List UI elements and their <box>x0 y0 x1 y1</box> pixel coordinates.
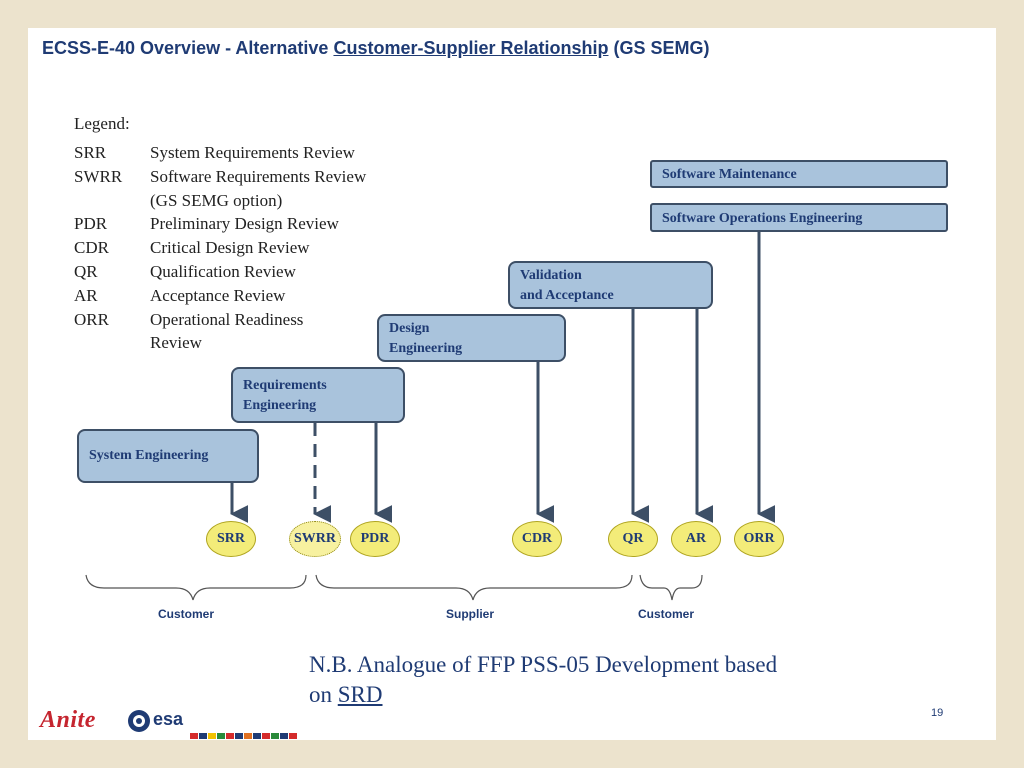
box-label-line1: Validation <box>520 268 582 283</box>
box-label-line1: Requirements <box>243 378 327 393</box>
title-suffix: (GS SEMG) <box>608 38 710 58</box>
validation-acceptance-box[interactable]: Validation and Acceptance <box>508 261 713 309</box>
legend-text: (GS SEMG option) <box>150 191 283 210</box>
requirements-engineering-box[interactable]: Requirements Engineering <box>231 367 405 423</box>
software-operations-box[interactable]: Software Operations Engineering <box>650 203 948 232</box>
review-qr[interactable]: QR <box>608 521 658 557</box>
design-engineering-box[interactable]: Design Engineering <box>377 314 566 362</box>
footnote-prefix: on <box>309 682 338 707</box>
review-orr[interactable]: ORR <box>734 521 784 557</box>
legend-heading: Legend: <box>74 114 130 133</box>
esa-logo-mark <box>128 710 150 732</box>
title-underlined[interactable]: Customer-Supplier Relationship <box>333 38 609 58</box>
legend-abbr: AR <box>74 286 98 305</box>
legend-text: Review <box>150 333 202 352</box>
brace-label-customer-right: Customer <box>638 607 695 621</box>
system-engineering-box[interactable]: System Engineering <box>77 429 259 483</box>
slide <box>28 28 996 740</box>
brace-supplier <box>315 574 633 601</box>
brace-customer-left <box>85 574 307 601</box>
slide-title: ECSS-E-40 Overview - Alternative Custome… <box>42 38 710 59</box>
footnote-line2: on SRD <box>309 680 777 710</box>
box-label-line2: Engineering <box>243 398 317 413</box>
box-label-line2: and Acceptance <box>520 288 614 303</box>
esa-logo: esa <box>153 709 184 729</box>
legend-abbr: SWRR <box>74 167 123 186</box>
box-label: System Engineering <box>89 448 209 463</box>
software-maintenance-box[interactable]: Software Maintenance <box>650 160 948 188</box>
footnote: N.B. Analogue of FFP PSS-05 Development … <box>309 650 777 710</box>
member-flags-strip <box>190 726 298 739</box>
legend-abbr: PDR <box>74 214 108 233</box>
legend-abbr: ORR <box>74 310 109 329</box>
anite-logo: Anite <box>40 707 96 733</box>
legend-text: System Requirements Review <box>150 143 355 162</box>
box-label: Software Operations Engineering <box>662 211 863 226</box>
legend-abbr: CDR <box>74 238 109 257</box>
brace-customer-right <box>639 574 703 601</box>
brace-label-customer-left: Customer <box>158 607 215 621</box>
review-swrr[interactable]: SWRR <box>289 521 341 557</box>
legend-text: Operational Readiness <box>150 310 304 329</box>
legend-abbr: QR <box>74 262 98 281</box>
srd-link[interactable]: SRD <box>337 682 383 707</box>
legend-text: Acceptance Review <box>150 286 286 305</box>
brace-label-supplier: Supplier <box>446 607 495 621</box>
page-number: 19 <box>931 707 944 719</box>
box-label: Software Maintenance <box>662 167 797 182</box>
review-srr[interactable]: SRR <box>206 521 256 557</box>
review-pdr[interactable]: PDR <box>350 521 400 557</box>
legend-text: Qualification Review <box>150 262 296 281</box>
legend-text: Critical Design Review <box>150 238 310 257</box>
footnote-line1: N.B. Analogue of FFP PSS-05 Development … <box>309 652 778 677</box>
legend-text: Software Requirements Review <box>150 167 367 186</box>
review-cdr[interactable]: CDR <box>512 521 562 557</box>
legend-abbr: SRR <box>74 143 107 162</box>
title-prefix: ECSS-E-40 Overview - Alternative <box>42 38 334 58</box>
box-label-line2: Engineering <box>389 341 463 356</box>
review-ar[interactable]: AR <box>671 521 721 557</box>
box-label-line1: Design <box>389 321 430 336</box>
legend-text: Preliminary Design Review <box>150 214 339 233</box>
